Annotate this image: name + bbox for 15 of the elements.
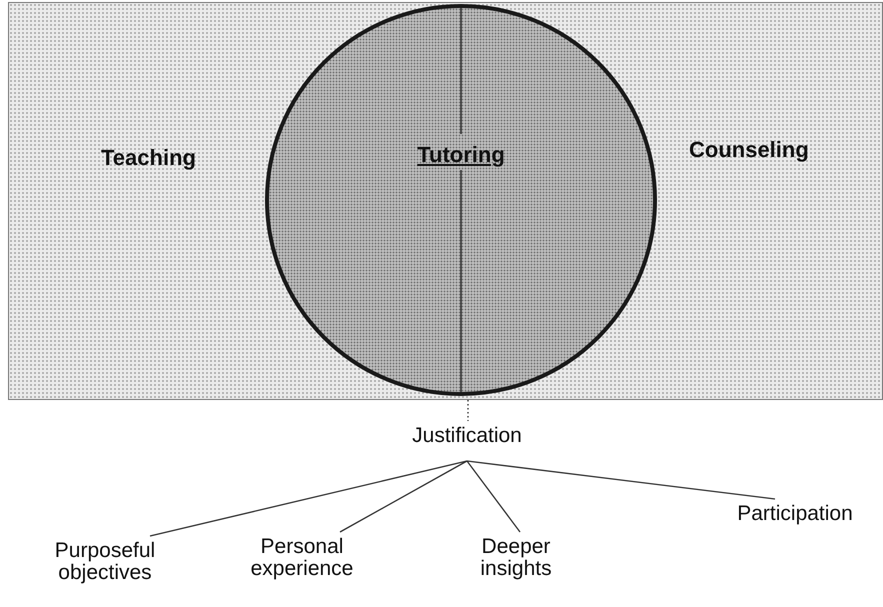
connector-line [466, 460, 521, 532]
region-label: Counseling [689, 137, 809, 163]
connector-line [466, 460, 776, 500]
connector-line [150, 460, 468, 537]
halftone-band [8, 2, 883, 400]
region-label: Teaching [101, 145, 196, 171]
halftone-circle [265, 4, 657, 396]
dotted-connector [467, 400, 469, 421]
text-label: Participation [720, 503, 870, 529]
text-label: Justification [400, 425, 534, 451]
text-label: Purposeful objectives [30, 540, 180, 588]
text-label: Personal experience [232, 536, 372, 584]
text-label: Deeper insights [466, 536, 566, 584]
region-label: Tutoring [416, 142, 506, 168]
connector-line [340, 460, 468, 533]
